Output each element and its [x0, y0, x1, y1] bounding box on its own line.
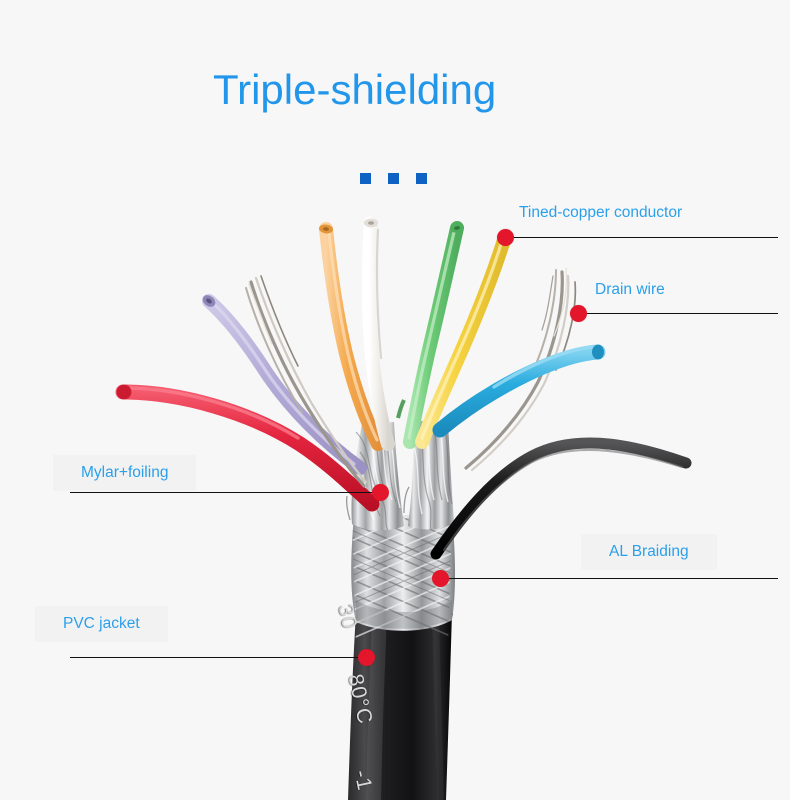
- callout-marker-al-braiding: [432, 570, 449, 587]
- green-wire: [403, 221, 464, 449]
- callout-leader-line-drain-wire: [587, 313, 778, 314]
- square-1-icon: [360, 173, 371, 184]
- callout-label-tinned-copper-conductor: Tined-copper conductor: [519, 204, 683, 221]
- orange-wire: [319, 222, 385, 451]
- jacket-print-dash1: -1: [349, 768, 377, 794]
- callout-marker-mylar-foiling: [372, 484, 389, 501]
- red-wire: [115, 384, 380, 512]
- white-wire: [361, 216, 395, 451]
- jacket-print-30: 30: [333, 602, 362, 632]
- decorative-squares: [360, 173, 427, 184]
- callout-leader-line-al-braiding: [448, 578, 778, 579]
- page-title: Triple-shielding: [213, 66, 497, 113]
- blue-wire: [432, 344, 606, 438]
- callout-leader-line-mylar-foiling: [70, 492, 375, 493]
- callout-label-drain-wire: Drain wire: [595, 281, 665, 298]
- callout-marker-tinned-copper-conductor: [497, 229, 514, 246]
- callout-leader-line-pvc-jacket: [70, 657, 362, 658]
- square-3-icon: [416, 173, 427, 184]
- callout-label-al-braiding: AL Braiding: [581, 534, 717, 570]
- yellow-wire: [415, 233, 511, 449]
- callout-label-pvc-jacket: PVC jacket: [35, 606, 168, 642]
- drain-wire-left: [245, 275, 368, 488]
- black-wire: [430, 437, 692, 560]
- callout-marker-drain-wire: [570, 305, 587, 322]
- callout-marker-pvc-jacket: [358, 649, 375, 666]
- callout-label-mylar-foiling: Mylar+foiling: [53, 455, 197, 491]
- callout-leader-line-tinned-copper-conductor: [513, 237, 778, 238]
- square-2-icon: [388, 173, 399, 184]
